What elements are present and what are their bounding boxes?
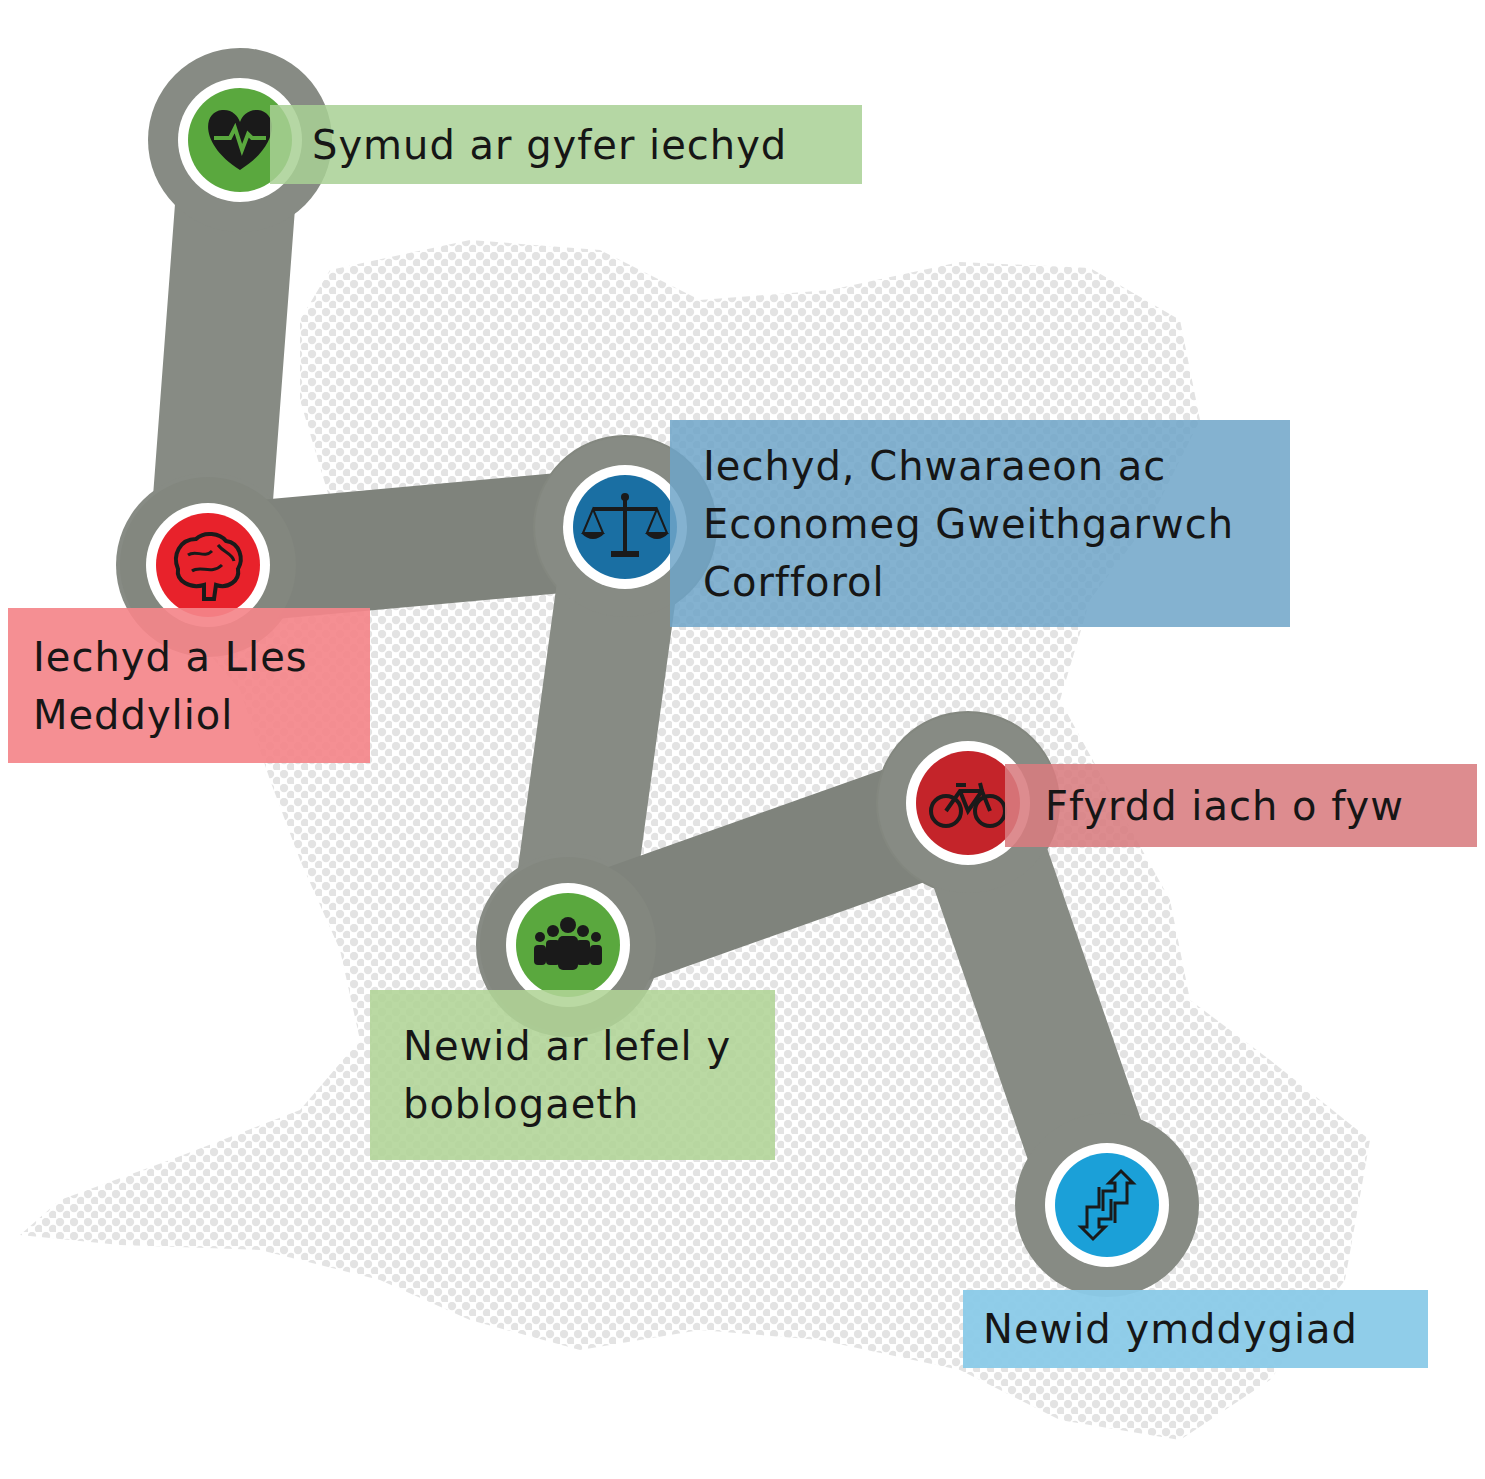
topic-label: Iechyd, Chwaraeon ac Economeg Gweithgarw… [703,437,1276,611]
topic-label: Newid ymddygiad [983,1300,1416,1358]
topic-box: Ffyrdd iach o fyw [1005,764,1477,847]
people-icon [506,883,630,1007]
topic-box: Iechyd a Lles Meddyliol [8,608,370,763]
topic-box: Symud ar gyfer iechyd [270,105,862,184]
scales-icon [563,465,687,589]
change-arrows-icon [1045,1143,1169,1267]
topic-box: Newid ar lefel y boblogaeth [370,990,775,1160]
topic-label: Newid ar lefel y boblogaeth [403,1017,763,1133]
topic-label: Ffyrdd iach o fyw [1045,777,1465,835]
topic-box: Newid ymddygiad [963,1290,1428,1368]
topic-box: Iechyd, Chwaraeon ac Economeg Gweithgarw… [670,420,1290,627]
topic-label: Iechyd a Lles Meddyliol [33,628,358,744]
topic-label: Symud ar gyfer iechyd [312,116,848,174]
